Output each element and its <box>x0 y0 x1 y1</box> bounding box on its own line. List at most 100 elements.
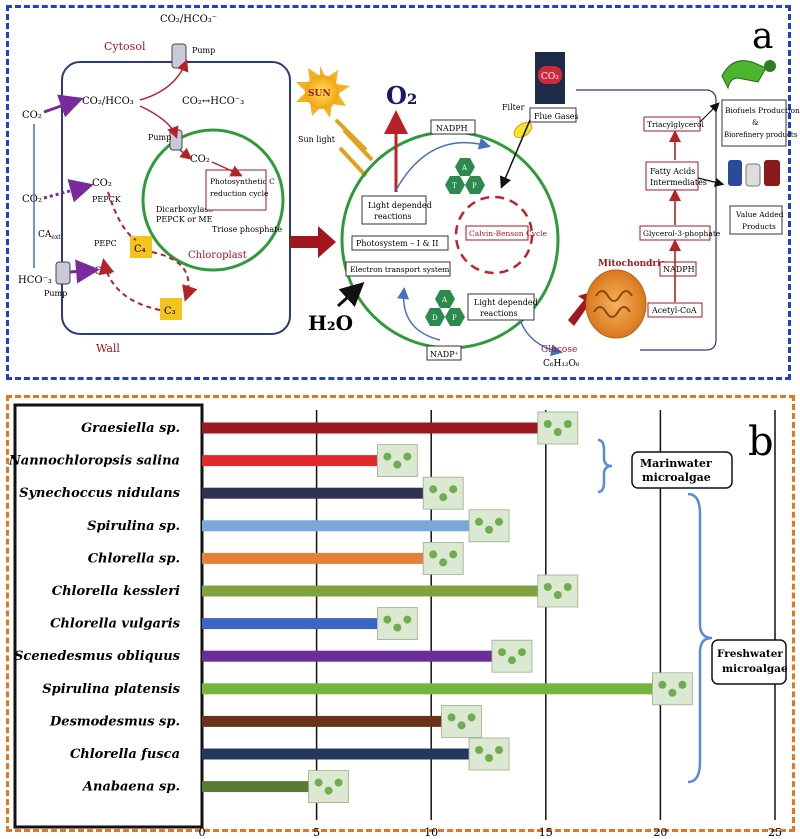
category-label: Chlorella sp. <box>88 551 180 566</box>
co2-label-cytosol: CO₂ <box>92 178 112 189</box>
cell-dot <box>439 558 448 567</box>
light-reactions-box-2 <box>467 293 535 321</box>
species-list-box <box>13 403 204 829</box>
glucose-label: Glucose <box>541 345 577 355</box>
co2-uptake-arrow <box>43 94 84 118</box>
cell-dot <box>668 688 677 697</box>
category-label: Synechoccus nidulans <box>19 486 181 501</box>
fatty-acids-line2: Intermediates <box>650 178 707 187</box>
cell-dot <box>497 648 506 657</box>
light-reactions-2-line2: reactions <box>480 309 518 318</box>
acetyl-coa-label: Acetyl-CoA <box>651 306 697 315</box>
cell-dot <box>563 420 572 428</box>
fatty-acids-line1: Fatty Acids <box>650 167 695 176</box>
photosynthetic-c-box <box>205 169 267 211</box>
cell-dot <box>507 656 516 665</box>
h2o-input-arrow <box>336 281 365 308</box>
marine-brace <box>597 438 613 494</box>
cell-dot <box>475 517 484 526</box>
cell-dot <box>314 778 323 787</box>
x-tick-label: 0 <box>199 826 206 839</box>
nadph-lipid-label: NADPH <box>663 265 695 274</box>
supplement-bottles-icon <box>728 160 780 187</box>
svg-text:P: P <box>472 182 477 190</box>
bar <box>202 487 432 499</box>
panel-b-letter: b <box>748 419 774 465</box>
co2-hco3-equilibrium: CO₂↔HCO⁻₃ <box>182 96 244 107</box>
freshwater-group-line1: Freshwater <box>717 648 783 660</box>
filter-label: Filter <box>502 103 525 112</box>
ets-label: Electron transport system <box>350 265 449 274</box>
chloroplast-label: Chloroplast <box>188 250 247 261</box>
pump-in-arrow <box>139 105 179 139</box>
photosystem-box <box>351 235 449 251</box>
cell-dot <box>393 623 402 632</box>
cell-dot <box>383 615 392 624</box>
cell-dot <box>449 550 458 559</box>
light-reactions-2-line1: Light depended <box>474 298 538 307</box>
triose-phosphate-label: Triose phosphate <box>212 225 282 234</box>
nadp-return-arrow <box>397 287 441 341</box>
category-labels: Graesiella sp.Nannochloropsis salinaSyne… <box>8 421 181 795</box>
category-label: Desmodesmus sp. <box>49 714 180 729</box>
co2-badge-label: CO₂ <box>541 72 559 82</box>
arrow-cell-to-chloroplast <box>290 226 336 258</box>
calvin-cycle-label: Calvin-Benson Cycle <box>469 229 548 238</box>
nadph-label: NADPH <box>436 124 468 133</box>
decarboxylase-label-2: PEPCK or ME <box>156 215 213 224</box>
mitochondria-cristae <box>595 290 633 302</box>
light-reactions-1-line2: reactions <box>374 212 412 221</box>
cell-dot <box>429 485 438 494</box>
biofuels-line3: Biorefinery products <box>724 131 798 139</box>
bar <box>202 618 386 630</box>
pump-left-icon <box>55 261 71 285</box>
cell-dot <box>553 591 562 599</box>
bar <box>202 455 386 467</box>
hco3-label-outside: HCO⁻₃ <box>18 275 52 286</box>
sun-light-label: Sun light <box>298 135 336 144</box>
cell-dot <box>485 525 494 534</box>
decarboxylase-label-1: Dicarboxylase <box>156 205 213 214</box>
ets-box <box>345 261 451 277</box>
x-tick-label: 20 <box>653 826 667 839</box>
ca-ext-label: CAext <box>38 230 61 241</box>
category-label: Spirulina sp. <box>87 519 180 534</box>
co2-badge <box>538 66 562 84</box>
value-added-box <box>729 205 783 235</box>
pepck-label: PEPCK <box>92 195 122 204</box>
photosynthetic-c-label-1: Photosynthetic C <box>210 177 275 186</box>
category-label: Nannochloropsis salina <box>8 454 180 469</box>
bar <box>202 552 432 564</box>
c4-cycle-arrow-3 <box>98 258 161 311</box>
cell-dot <box>403 615 412 624</box>
glucose-formula: C₆H₁₂O₆ <box>543 359 580 369</box>
acetyl-coa-box <box>647 302 703 318</box>
cell-dot <box>393 460 402 469</box>
cell-dot <box>563 583 572 591</box>
glycerol-label: Glycerol-3-phophate <box>643 229 721 238</box>
marine-group-line1: Marinwater <box>640 457 712 470</box>
photosystem-label: Photosystem – I & II <box>356 239 438 248</box>
panel-b-frame <box>6 395 795 832</box>
bar <box>202 422 546 434</box>
cell-dot <box>429 550 438 559</box>
category-label: Anabaena sp. <box>81 780 180 795</box>
nadph-box <box>430 119 476 135</box>
o2-label: O₂ <box>386 81 417 110</box>
sunlight-rays <box>334 118 374 178</box>
mitochondria-label: Mitochondria <box>598 259 667 269</box>
mitochondria-cristae-2 <box>593 306 631 318</box>
pump-out-arrow <box>139 59 189 101</box>
x-tick-label: 5 <box>313 826 320 839</box>
calvin-cycle-ring <box>454 195 534 275</box>
cell-dot <box>324 786 333 795</box>
mitochondria-icon <box>585 269 647 339</box>
pump-chloroplast-label: Pump <box>148 133 171 142</box>
pump-top-label: Pump <box>192 46 215 55</box>
bar <box>202 683 661 695</box>
cell-dot <box>447 713 456 722</box>
fuel-nozzle-icon <box>721 60 776 90</box>
pump-chloroplast-icon <box>169 129 183 151</box>
category-label: Spirulina platensis <box>42 682 180 697</box>
